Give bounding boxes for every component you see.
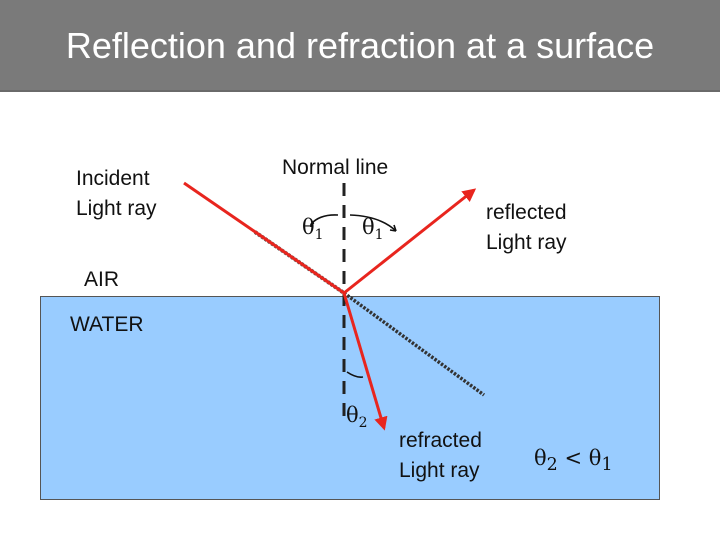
theta1-incident-label: θ1: [302, 214, 324, 248]
reflected-label-line1: reflected: [486, 201, 567, 224]
theta2-refracted-label: θ2: [346, 402, 368, 436]
theta-subscript: 2: [546, 455, 558, 476]
theta-subscript: 1: [601, 455, 613, 476]
water-label: WATER: [70, 313, 144, 336]
theta-symbol: θ: [362, 215, 375, 239]
theta-symbol: θ: [302, 215, 315, 239]
angle-arc-incident: [310, 214, 339, 225]
reflected-ray-label: reflected Light ray: [486, 198, 567, 258]
incident-label-line2: Light ray: [76, 197, 157, 220]
undeviated-ray-path: [342, 291, 486, 397]
theta1-reflected-label: θ1: [362, 214, 384, 248]
less-than-symbol: <: [564, 446, 583, 470]
angle-inequality: θ2 < θ1: [534, 445, 613, 478]
incident-ray-label: Incident Light ray: [76, 164, 157, 224]
incident-label-line1: Incident: [76, 167, 150, 190]
theta-symbol: θ: [346, 403, 359, 427]
theta-subscript: 2: [358, 415, 368, 432]
incident-ray: [183, 181, 345, 295]
reflected-ray: [343, 188, 477, 295]
air-label: AIR: [84, 268, 120, 291]
refracted-label-line1: refracted: [399, 429, 482, 452]
theta-symbol: θ: [588, 446, 602, 470]
angle-arc-incident-tick: [310, 222, 315, 227]
theta-subscript: 1: [374, 227, 384, 244]
angle-arc-refracted: [346, 371, 364, 378]
angle-arc-reflected: [349, 214, 397, 232]
refracted-ray: [342, 292, 388, 431]
theta-subscript: 1: [314, 227, 324, 244]
slide-title: Reflection and refraction at a surface: [65, 25, 655, 66]
title-bar: Reflection and refraction at a surface: [0, 0, 720, 92]
reflected-label-line2: Light ray: [486, 231, 567, 254]
refracted-ray-label: refracted Light ray: [399, 426, 482, 486]
normal-line-label: Normal line: [282, 156, 389, 179]
theta-symbol: θ: [534, 446, 547, 470]
water-region: [40, 296, 660, 500]
angle-arc-reflected-arrowhead: [389, 224, 397, 232]
refracted-label-line2: Light ray: [399, 459, 480, 482]
